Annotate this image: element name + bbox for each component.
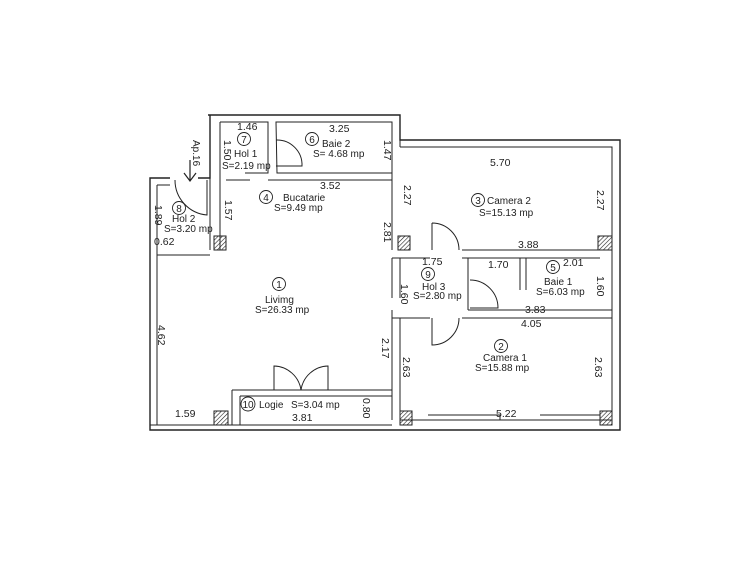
room-3-camera-2: 3 Camera 2 S=15.13 mp: [471, 193, 534, 219]
room-1-livimg: 1 Livimg S=26.33 mp: [255, 277, 310, 316]
dimension-label: 2.17: [379, 338, 391, 359]
room-name: Camera 2: [487, 196, 531, 207]
room-area: S=15.88 mp: [475, 363, 530, 374]
dimension-label: 1.89: [152, 205, 164, 226]
room-area: S=15.13 mp: [479, 208, 534, 219]
room-7-hol-1: 7 Hol 1 S=2.19 mp: [222, 132, 271, 172]
room-2-camera-1: 2 Camera 1 S=15.88 mp: [475, 339, 530, 374]
dimension-label: 1.57: [222, 200, 234, 221]
room-area: S= 4.68 mp: [313, 149, 365, 160]
room-area: S=6.03 mp: [536, 287, 585, 298]
dimension-label: 1.70: [488, 259, 509, 271]
room-10-logie: 10 Logie S=3.04 mp: [240, 396, 340, 412]
entrance-arrow: Ap.16: [183, 140, 201, 182]
room-4-bucatarie: 4 Bucatarie S=9.49 mp: [259, 190, 326, 214]
dimension-label: 3.83: [525, 304, 546, 316]
room-number: 5: [550, 263, 556, 274]
dimension-label: 1.60: [398, 284, 410, 305]
room-area: S=3.04 mp: [291, 400, 340, 411]
room-number: 2: [498, 342, 504, 353]
room-name: Hol 2: [172, 214, 196, 225]
room-number: 3: [475, 196, 481, 207]
room-6-baie-2: 6 Baie 2 S= 4.68 mp: [305, 132, 365, 160]
dimension-label: 2.27: [594, 190, 606, 211]
room-number: 6: [309, 135, 315, 146]
room-8-hol-2: 8 Hol 2 S=3.20 mp: [164, 201, 213, 235]
dimension-label: 2.63: [592, 357, 604, 378]
dimension-label: 4.62: [155, 325, 167, 346]
dimension-label: 1.59: [175, 408, 196, 420]
dimension-label: 2.63: [400, 357, 412, 378]
dimension-label: 1.75: [422, 256, 443, 268]
dimension-label: 1.60: [594, 276, 606, 297]
dimension-label: 1.47: [381, 140, 393, 161]
doors: [174, 139, 499, 391]
room-name: Hol 1: [234, 149, 258, 160]
room-number: 7: [241, 135, 247, 146]
dimension-label: 0.62: [154, 236, 175, 248]
room-name: Bucatarie: [283, 193, 326, 204]
room-number: 10: [242, 400, 254, 411]
apartment-label: Ap.16: [190, 140, 201, 167]
dimension-label: 3.52: [320, 180, 341, 192]
room-name: Baie 1: [544, 277, 573, 288]
dimension-label: 3.88: [518, 239, 539, 251]
dimension-label: 2.27: [401, 185, 413, 206]
dimension-label: 5.70: [490, 157, 511, 169]
room-number: 8: [176, 204, 182, 215]
room-area: S=26.33 mp: [255, 305, 310, 316]
room-area: S=2.19 mp: [222, 161, 271, 172]
room-number: 9: [425, 270, 431, 281]
room-number: 1: [276, 280, 282, 291]
room-area: S=3.20 mp: [164, 224, 213, 235]
dimension-label: 0.80: [360, 398, 372, 419]
dimension-label: 3.25: [329, 123, 350, 135]
dimension-label: 1.46: [237, 121, 258, 133]
room-area: S=2.80 mp: [413, 291, 462, 302]
dimension-label: 4.05: [521, 318, 542, 330]
dimension-label: 5.22: [496, 408, 517, 420]
room-name: Camera 1: [483, 353, 527, 364]
dimension-label: 2.01: [563, 257, 584, 269]
room-name: Baie 2: [322, 139, 351, 150]
room-number: 4: [263, 193, 269, 204]
room-5-baie-1: 5 Baie 1 S=6.03 mp: [536, 260, 585, 298]
walls: [149, 114, 621, 431]
pillars: [213, 235, 613, 426]
room-name: Livimg: [265, 295, 294, 306]
dimension-labels: 1.46 1.50 3.25 1.47 3.52 1.57 2.27 1.89 …: [152, 121, 606, 424]
room-name: Logie: [259, 400, 284, 411]
room-area: S=9.49 mp: [274, 203, 323, 214]
dimension-label: 2.81: [381, 222, 393, 243]
dimension-label: 3.81: [292, 412, 313, 424]
room-9-hol-3: 9 Hol 3 S=2.80 mp: [413, 267, 462, 302]
dimension-label: 1.50: [221, 140, 233, 161]
room-name: Hol 3: [422, 282, 446, 293]
